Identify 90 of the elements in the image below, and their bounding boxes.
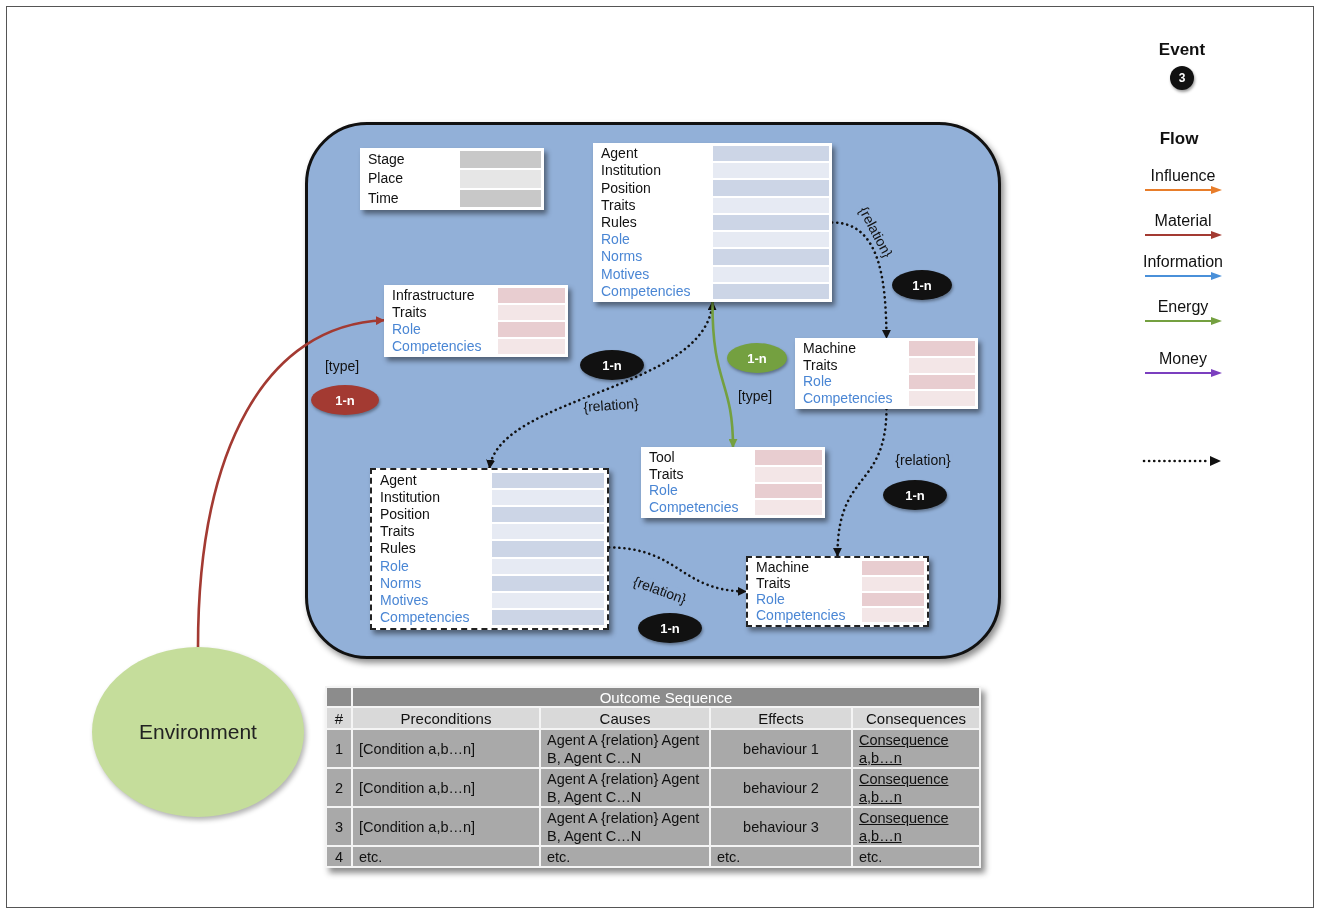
- field-label: Position: [380, 507, 431, 523]
- field-label: Machine: [756, 560, 810, 576]
- column-header: #: [327, 708, 351, 728]
- entity-card: [370, 468, 609, 630]
- table-cell: Agent A {relation} Agent B, Agent C…N: [541, 769, 709, 806]
- field-label: Role: [649, 483, 679, 499]
- table-cell: etc.: [541, 847, 709, 866]
- field-label: Stage: [368, 152, 406, 168]
- table-cell: etc.: [711, 847, 851, 866]
- table-cell: 3: [327, 808, 351, 845]
- field-label: Traits: [756, 576, 792, 592]
- legend-label: Information: [1142, 253, 1223, 271]
- field-label: Traits: [601, 197, 637, 213]
- entity-card: [746, 556, 929, 627]
- legend-label: Influence: [1150, 167, 1216, 185]
- dotted-arrow: [833, 407, 888, 558]
- field-label: Rules: [601, 215, 638, 230]
- field-label: Infrastructure: [392, 288, 476, 303]
- legend-label: Money: [1159, 350, 1207, 368]
- field-label: Role: [756, 591, 786, 607]
- field-label: Machine: [803, 340, 857, 356]
- table-cell: Consequence a,b…n: [853, 730, 979, 767]
- scene-panel: [305, 122, 1001, 659]
- field-label: Tool: [649, 449, 676, 465]
- column-header: Effects: [711, 708, 851, 728]
- field-label: Competencies: [392, 339, 483, 354]
- entity-card: [360, 148, 544, 210]
- field-label: Traits: [803, 357, 839, 373]
- field-label: Traits: [380, 524, 416, 540]
- table-title: Outcome Sequence: [353, 688, 979, 706]
- field-label: Agent: [380, 473, 418, 489]
- field-label: Role: [380, 558, 410, 574]
- field-label: Competencies: [380, 609, 471, 625]
- dotted-arrow: [830, 221, 891, 340]
- table-cell: [Condition a,b…n]: [353, 808, 539, 845]
- event-number: 3: [1170, 66, 1194, 90]
- field-label: Competencies: [756, 607, 847, 623]
- cardinality-oval: 1-n: [311, 385, 379, 415]
- arrow: [196, 316, 386, 649]
- legend-label: Energy: [1157, 298, 1209, 316]
- cardinality-oval: 1-n: [580, 350, 644, 380]
- column-header: Consequences: [853, 708, 979, 728]
- cardinality-oval: 1-n: [727, 343, 787, 373]
- table-cell: behaviour 1: [711, 730, 851, 767]
- field-label: Competencies: [601, 283, 692, 299]
- table-cell: behaviour 3: [711, 808, 851, 845]
- field-label: Time: [368, 190, 400, 206]
- table-cell: [Condition a,b…n]: [353, 769, 539, 806]
- column-header: Preconditions: [353, 708, 539, 728]
- cardinality-oval: 1-n: [638, 613, 702, 643]
- field-label: Role: [601, 232, 631, 248]
- entity-card: [593, 143, 832, 302]
- field-label: Competencies: [803, 391, 894, 407]
- field-label: Motives: [601, 266, 651, 282]
- table-cell: [Condition a,b…n]: [353, 730, 539, 767]
- column-header: Causes: [541, 708, 709, 728]
- table-cell: 1: [327, 730, 351, 767]
- field-label: Rules: [380, 541, 417, 557]
- field-label: Motives: [380, 592, 430, 608]
- table-cell: 4: [327, 847, 351, 866]
- field-label: Role: [803, 374, 833, 390]
- entity-card: [384, 285, 568, 357]
- legend-heading: Flow: [1159, 129, 1199, 149]
- field-label: Competencies: [649, 500, 740, 516]
- event-heading: Event: [1158, 40, 1206, 60]
- field-label: Position: [601, 180, 652, 196]
- legend-label: Material: [1154, 212, 1212, 230]
- dotted-arrow: [607, 546, 748, 596]
- field-label: Agent: [601, 146, 639, 162]
- table-cell: etc.: [353, 847, 539, 866]
- entity-card: [795, 338, 978, 409]
- arrow: [711, 300, 738, 449]
- entity-card: [641, 447, 825, 518]
- edge-label: {relation}: [893, 452, 953, 468]
- field-label: Norms: [380, 575, 423, 591]
- cardinality-oval: 1-n: [883, 480, 947, 510]
- field-label: Traits: [392, 305, 428, 320]
- field-label: Traits: [649, 466, 685, 482]
- cardinality-oval: 1-n: [892, 270, 952, 300]
- field-label: Institution: [380, 490, 441, 506]
- table-cell: behaviour 2: [711, 769, 851, 806]
- table-cell: 2: [327, 769, 351, 806]
- table-cell: Agent A {relation} Agent B, Agent C…N: [541, 730, 709, 767]
- table-cell: Consequence a,b…n: [853, 769, 979, 806]
- field-label: Institution: [601, 163, 662, 179]
- field-label: Place: [368, 171, 405, 187]
- environment-label: Environment: [139, 720, 257, 744]
- field-label: Role: [392, 322, 422, 337]
- field-label: Norms: [601, 249, 644, 265]
- table-cell: etc.: [853, 847, 979, 866]
